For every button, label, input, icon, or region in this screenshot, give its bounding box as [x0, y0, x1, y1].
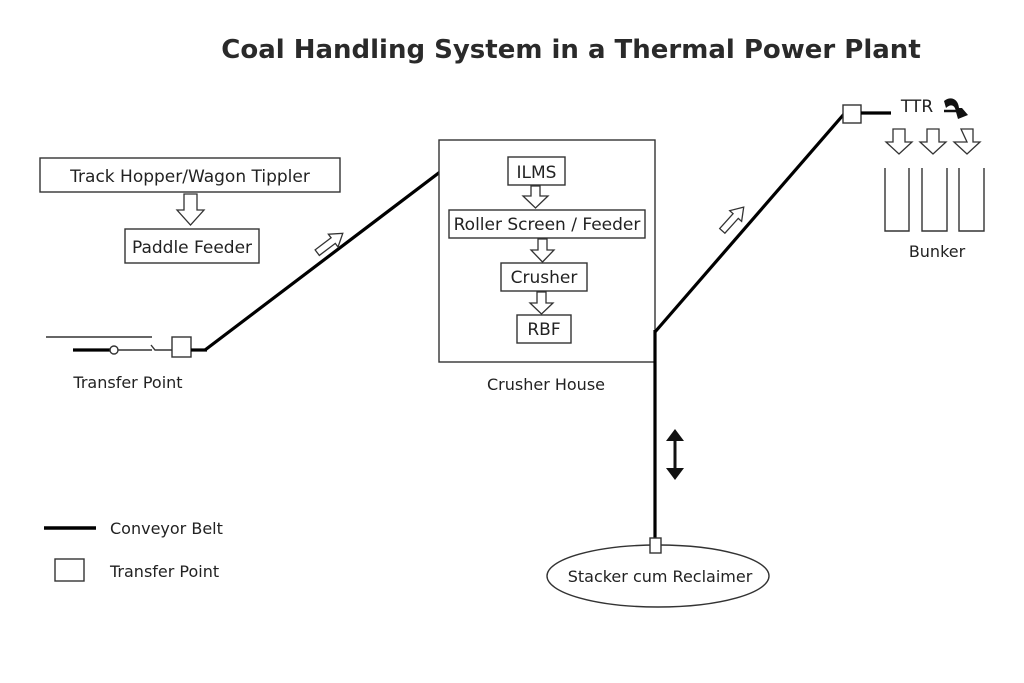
curved-arrow-icon	[944, 98, 968, 119]
paddle-feeder-label: Paddle Feeder	[132, 238, 252, 258]
bunker-label: Bunker	[909, 242, 966, 261]
paddle-feeder-node: Paddle Feeder	[124, 228, 260, 264]
down-arrow-icon	[521, 185, 550, 209]
legend: Conveyor Belt Transfer Point	[44, 519, 223, 582]
transfer-point-box	[171, 336, 192, 358]
track-hopper-node: Track Hopper/Wagon Tippler	[39, 157, 341, 193]
ttr-transfer-point	[842, 104, 862, 124]
stacker-transfer-point	[649, 537, 662, 554]
down-arrow-icon	[529, 238, 556, 263]
crusher-house-label: Crusher House	[487, 375, 605, 394]
legend-conveyor-label: Conveyor Belt	[110, 519, 223, 538]
stacker-label: Stacker cum Reclaimer	[568, 567, 753, 586]
transfer-point-label: Transfer Point	[72, 373, 182, 392]
crusher-node: Crusher	[500, 262, 588, 292]
pulley-icon	[109, 345, 119, 355]
down-arrow-icon	[884, 128, 914, 155]
bidirectional-arrow-icon	[666, 429, 684, 480]
left-transfer-point	[46, 336, 207, 358]
down-arrow-icon	[918, 128, 948, 155]
bunker-silos	[884, 168, 985, 232]
crusher-label: Crusher	[511, 268, 578, 288]
ilms-label: ILMS	[517, 163, 557, 183]
roller-screen-node: Roller Screen / Feeder	[448, 209, 646, 239]
ilms-node: ILMS	[507, 156, 566, 186]
down-arrow-icon	[175, 193, 206, 226]
legend-transfer-point-label: Transfer Point	[109, 562, 219, 581]
roller-screen-label: Roller Screen / Feeder	[454, 215, 641, 235]
legend-transfer-point-symbol	[54, 558, 85, 582]
ttr-label: TTR	[900, 97, 933, 117]
conveyor-belt-2	[653, 112, 846, 334]
rbf-label: RBF	[527, 320, 560, 340]
down-arrow-icon	[952, 128, 982, 155]
direction-arrow-icon	[718, 206, 745, 235]
diagram-title: Coal Handling System in a Thermal Power …	[221, 35, 921, 65]
direction-arrow-icon	[314, 232, 344, 257]
track-hopper-label: Track Hopper/Wagon Tippler	[69, 167, 310, 187]
down-arrow-icon	[528, 291, 555, 315]
rbf-node: RBF	[516, 314, 572, 344]
